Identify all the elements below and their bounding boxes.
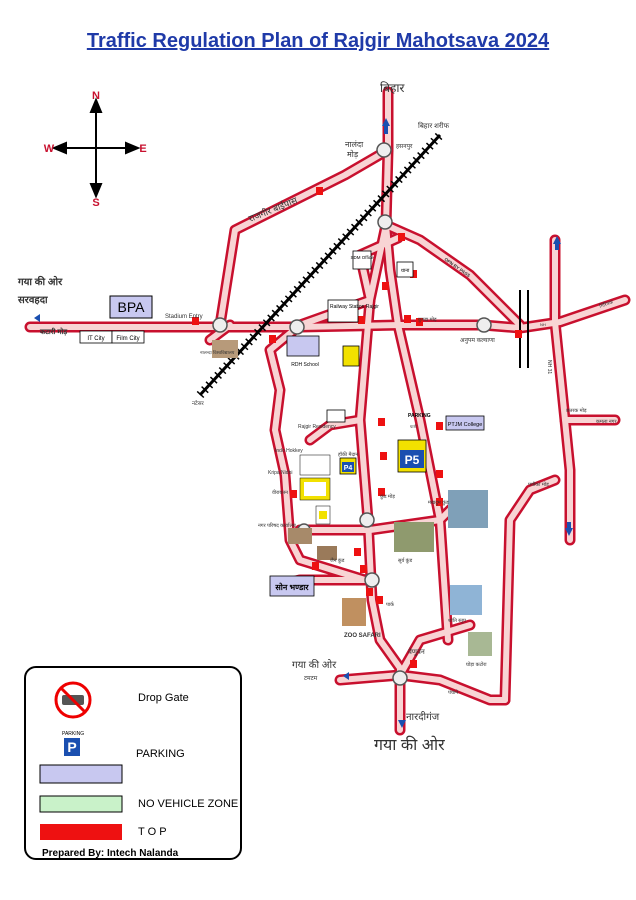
film-city-box: [111, 330, 145, 344]
svg-text:P: P: [67, 739, 76, 755]
hmt-box: [299, 454, 331, 476]
label-yatri-niwas: यात्री: [410, 424, 418, 429]
label-panchane: पंचाने: [448, 689, 458, 696]
label-kamla-nagar: कमला नगर: [596, 419, 617, 425]
label-gaya-ki-or-mid: गया की ओर: [292, 659, 337, 671]
parking-area-swatch: [39, 764, 123, 784]
label-hasnapur: हसनपुर: [396, 144, 413, 150]
label-park: पार्क: [386, 601, 394, 608]
thana-label: थाना: [401, 268, 410, 274]
label-nalanda: नालंदा: [345, 140, 364, 149]
legend-parking-small: PARKING: [62, 731, 85, 737]
railway-station-label: Railway Station Rajgir: [330, 304, 379, 310]
ptjm-college-label: PTJM College: [448, 422, 483, 428]
label-venuvan: वेणुवन: [408, 647, 425, 656]
direction-arrows: [34, 118, 573, 728]
label-bihar-sharif: बिहार शरीफ: [418, 121, 450, 130]
label-mor: मोड़: [347, 149, 359, 159]
label-sarwahada: सरवहदा: [17, 295, 48, 306]
railway-line: [196, 131, 529, 399]
nagar-parishad-photo: [288, 528, 312, 544]
zoo-safari-photo: [342, 598, 366, 626]
jain-kund-photo: [317, 546, 337, 560]
thana-box: [396, 261, 414, 278]
label-natesar: नटेसर: [192, 400, 205, 407]
railway-station-box: [327, 299, 359, 323]
compass-s: S: [92, 197, 99, 209]
nalanda-university-photo: [212, 340, 238, 358]
label-hmt: हॉकी मैदान: [338, 451, 358, 458]
map-title: Traffic Regulation Plan of Rajgir Mahots…: [86, 30, 550, 52]
legend-drop-gate: Drop Gate: [138, 692, 189, 704]
legend-parking: PARKING: [136, 748, 185, 760]
label-zoo-safari: ZOO SAFARI: [344, 633, 381, 639]
label-rajgir-residency: Rajgir Residency: [298, 424, 336, 430]
legend-no-vehicle-zone: NO VEHICLE ZONE: [138, 798, 239, 810]
label-katari-mor: कटारी मोड़: [39, 327, 67, 336]
p4-label: P4: [344, 465, 353, 472]
label-kunda-mor: कुण्डा मोड़: [418, 316, 437, 323]
legend-top: T O P: [138, 826, 167, 838]
legend-credit: Prepared By: Intech Nalanda: [42, 848, 179, 859]
label-pachoka-mor: पचौका मोड़: [528, 481, 549, 488]
sdm-office-box: [352, 250, 372, 270]
label-rajgir-bypass: राजगीर बाईपास: [247, 194, 300, 224]
compass-e: E: [139, 143, 146, 155]
son-bhandar-box: [269, 575, 315, 597]
label-nalanda-vv: नालन्दा विश्वविद्यालय: [200, 349, 235, 355]
bpa-box: [109, 295, 153, 319]
film-city-label: Film City: [116, 336, 139, 342]
label-makhdum-kund: मखदुम कुंड: [428, 499, 449, 506]
label-giriyak: गिरियक: [598, 298, 614, 309]
makhdum-kund-photo: [448, 490, 488, 528]
no-vehicle-zone-swatch: [39, 795, 123, 813]
p5-label: P5: [405, 453, 420, 467]
label-anupam: अनुपम कल्याणा: [460, 338, 495, 344]
ghora-katora-photo: [468, 632, 492, 656]
label-indo-hokkey: Indo Hokkey: [275, 448, 303, 454]
label-bihar: बिहार: [380, 81, 405, 95]
label-kund-mor: कुंड मोड़: [380, 493, 395, 500]
top-swatch: [40, 824, 122, 840]
label-shanti-stupa: शांति स्तूप: [448, 617, 466, 624]
it-city-label: IT City: [87, 336, 104, 342]
label-gaya-ki-or-bottom: गया की ओर: [374, 735, 445, 754]
top-markers: [192, 187, 522, 668]
label-surya-kund: सूर्य कुंड: [398, 557, 413, 564]
label-stadium-entry: Stadium Entry: [165, 314, 203, 320]
yellow-lot-inner: [304, 482, 326, 496]
surya-kund-photo: [394, 522, 434, 552]
parking-symbol-icon: [64, 738, 80, 756]
p4-blue-plate: [342, 462, 354, 472]
small-lot-yellow: [319, 511, 327, 519]
rdh-school-label: RDH School: [291, 362, 319, 368]
label-chhatrak-mor: छतरक मोड़: [566, 407, 587, 414]
label-ghora-katora: घोड़ा कटोरा: [466, 661, 487, 668]
thana-box-2: [326, 409, 346, 423]
label-gaya-ki-or-left: गया की ओर: [17, 275, 63, 288]
ptjm-college-box: [445, 415, 485, 431]
label-nagar-parishad: नगर परिषद कार्यालय: [258, 522, 296, 529]
label-naradiganj: नारदीगंज: [406, 711, 440, 723]
label-virayatan: वीरायतन: [272, 489, 288, 496]
legend-symbols: P: [39, 681, 123, 840]
son-bhandar-label: सोन भण्डार: [274, 582, 309, 592]
bpa-label: BPA: [118, 299, 146, 315]
legend-box: P PARKING Drop Gate PARKING NO VEHICLE Z…: [24, 666, 242, 860]
parking-label-map: PARKING: [408, 413, 431, 419]
label-tamtam: टमटम: [304, 676, 318, 682]
compass-n: N: [92, 90, 100, 102]
label-nh: NH: [540, 322, 546, 327]
compass-rose: [51, 97, 141, 199]
compass-w: W: [44, 143, 55, 155]
yellow-parking-box: [342, 345, 360, 367]
rdh-school-box: [286, 335, 320, 357]
sdm-office-label: SDM Office: [351, 255, 374, 260]
shanti-stupa-photo: [450, 585, 482, 615]
label-kripa-nidhi: Kripa Nidhi: [268, 470, 292, 476]
p5-blue-plate: [400, 450, 424, 468]
label-nh31: NH 31: [546, 360, 552, 374]
label-jain-kund: जैन कुंड: [330, 557, 345, 564]
